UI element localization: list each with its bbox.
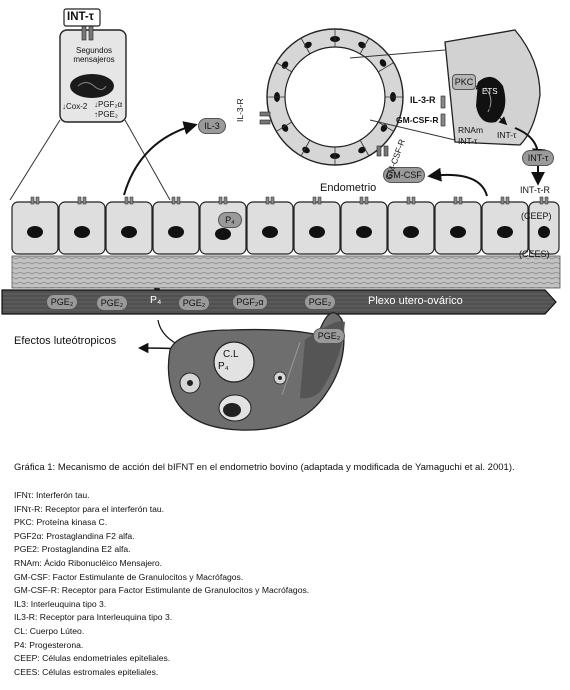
- int-tau-arrow-label: INT-τ: [497, 130, 517, 140]
- il3r-right-label: IL-3-R: [410, 95, 436, 105]
- p4-vessel-label: P₄: [150, 294, 162, 306]
- il3-bubble: IL-3: [198, 118, 226, 134]
- utero-ovarian-plexus: [1, 289, 557, 315]
- pgf2a-down-label: ↓PGF₂α: [94, 100, 123, 109]
- int-tau-top-label: INT-τ: [67, 11, 94, 23]
- ets-label: ETS: [482, 87, 498, 96]
- secondary-messenger-cell: [9, 8, 171, 201]
- ceep-label: (CEEP): [521, 211, 552, 221]
- il3r-vertical-label: IL-3-R: [235, 98, 245, 122]
- int-tau-inner-label: INT-τ: [458, 136, 478, 146]
- int-tau-r-label: INT-τ-R: [520, 185, 551, 195]
- int-tau-bubble: INT-τ: [522, 150, 554, 166]
- pge2-vessel-a: PGE₂: [46, 294, 78, 310]
- p4-ovary-label: P₄: [218, 361, 229, 372]
- abbreviation-legend: IFNτ: Interferón tau. IFNτ-R: Receptor p…: [14, 489, 309, 679]
- legend-item: IFNτ: Interferón tau.: [14, 490, 90, 500]
- pgf2a-vessel: PGF₂α: [232, 294, 268, 310]
- gmcsf-bubble: GM-CSF: [383, 167, 425, 183]
- luteotropic-effects-label: Efectos luteótropicos: [14, 335, 117, 347]
- legend-item: IL3: Interleuquina tipo 3.: [14, 598, 107, 609]
- endometrium-label: Endometrio: [320, 182, 377, 194]
- gmcsfr-right-label: GM-CSF-R: [396, 115, 439, 125]
- corpus-luteum: [213, 341, 255, 383]
- second-messengers-label: Segundos mensajeros: [73, 46, 115, 64]
- diagram-figure: INT-τ Segundos mensajeros ↓Cox-2 ↓PGF₂α …: [1, 8, 561, 431]
- figure-caption: Gráfica 1: Mecanismo de acción del bIFNT…: [14, 462, 515, 473]
- legend-item: P4: Progesterona.: [14, 639, 84, 650]
- legend-item: PKC: Proteína kinasa C.: [14, 517, 108, 528]
- rnam-label: RNAm: [458, 125, 484, 135]
- pge2-vessel-c: PGE₂: [178, 295, 210, 311]
- stromal-layer: [11, 255, 561, 289]
- pkc-box: PKC: [452, 74, 476, 90]
- pge2-vessel-b: PGE₂: [96, 295, 128, 311]
- legend-item: PGF2α: Prostaglandina F2 alfa.: [14, 530, 135, 541]
- cees-label: (CEES): [519, 249, 550, 259]
- cl-label: C.L: [223, 349, 239, 360]
- legend-item: RNAm: Ácido Ribonucléico Mensajero.: [14, 557, 163, 568]
- legend-item: GM-CSF-R: Receptor para Factor Estimulan…: [14, 585, 310, 596]
- legend-item: CL: Cuerpo Lúteo.: [14, 625, 85, 636]
- legend-item: PGE2: Prostaglandina E2 alfa.: [14, 544, 131, 555]
- legend-item: CEES: Células estromales epiteliales.: [14, 666, 159, 677]
- p4-cell-bubble: P₄: [218, 212, 242, 228]
- legend-item: GM-CSF: Factor Estimulante de Granulocit…: [14, 571, 244, 582]
- pge2-vessel-d: PGE₂: [304, 294, 336, 310]
- legend-item: CEEP: Células endometriales epiteliales.: [14, 653, 171, 664]
- cox2-label: ↓Cox-2: [62, 102, 88, 111]
- legend-item: IL3-R: Receptor para Interleuquina tipo …: [14, 612, 173, 623]
- pge2-up-label: ↑PGE₂: [94, 110, 118, 119]
- endometrial-gland: [259, 28, 541, 166]
- legend-item: IFNτ-R: Receptor para el interferón tau.: [14, 503, 165, 514]
- ovary: [167, 312, 345, 431]
- plexus-label: Plexo utero-ovárico: [368, 295, 463, 307]
- diagram-graphics: [1, 8, 561, 431]
- epithelial-cell-row: [11, 196, 560, 255]
- pge2-ovary-bubble: PGE₂: [313, 328, 345, 344]
